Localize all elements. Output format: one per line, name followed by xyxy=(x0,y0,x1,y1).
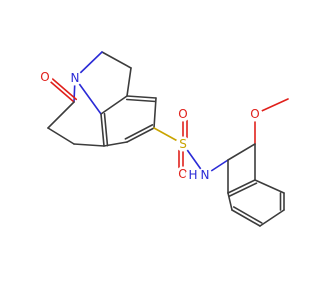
atom-amide-hydrogen-text: H xyxy=(188,168,197,182)
atom-sulfur: S xyxy=(175,136,191,152)
atom-nitrogen-ring-text: N xyxy=(71,71,80,85)
bond-2 xyxy=(126,67,132,97)
atom-carbonyl-oxygen-backdrop xyxy=(37,69,53,85)
bond-10 xyxy=(73,143,105,147)
atom-nitrogen-ring-backdrop xyxy=(67,70,83,86)
bond-11 xyxy=(100,113,105,147)
atom-amide-nitrogen: N xyxy=(197,167,213,183)
bond-9 xyxy=(47,127,75,145)
atom-sulfur-text: S xyxy=(179,137,187,151)
atom-sulfonyl-oxygen-top: O xyxy=(175,106,191,122)
bond-15 xyxy=(126,127,155,143)
atom-amide-nitrogen-text: N xyxy=(201,168,210,182)
bond-0 xyxy=(101,51,132,69)
atom-sulfonyl-oxygen-top-backdrop xyxy=(175,106,191,122)
bond-32 xyxy=(227,143,256,161)
bond-3 xyxy=(100,95,128,115)
atom-sulfonyl-oxygen-bottom-text: O xyxy=(178,167,187,181)
atom-sulfonyl-oxygen-top-text: O xyxy=(178,107,187,121)
atom-methoxy-oxygen: O xyxy=(247,106,263,122)
atom-sulfur-backdrop xyxy=(175,136,191,152)
bond-36 xyxy=(259,209,285,227)
bond-18 xyxy=(103,112,109,147)
bond-35 xyxy=(232,206,263,224)
bond-14 xyxy=(153,97,157,129)
atom-methoxy-oxygen-text: O xyxy=(250,107,259,121)
bond-13 xyxy=(125,98,157,103)
atom-nitrogen-ring: N xyxy=(67,70,83,86)
atom-carbonyl-oxygen-text: O xyxy=(40,70,49,84)
bond-34 xyxy=(231,209,261,227)
bond-27 xyxy=(227,179,256,194)
bond-33 xyxy=(227,192,233,211)
bond-12 xyxy=(126,95,157,99)
bond-28 xyxy=(228,182,258,197)
atom-carbonyl-oxygen: O xyxy=(37,69,53,85)
bond-8 xyxy=(47,101,75,129)
bond-16 xyxy=(124,124,154,140)
atom-amide-nitrogen-backdrop xyxy=(197,167,213,183)
atom-amide-hydrogen-backdrop xyxy=(185,167,201,183)
bond-39 xyxy=(254,179,285,194)
atom-methoxy-oxygen-backdrop xyxy=(247,106,263,122)
atom-amide-hydrogen: H xyxy=(185,167,201,183)
